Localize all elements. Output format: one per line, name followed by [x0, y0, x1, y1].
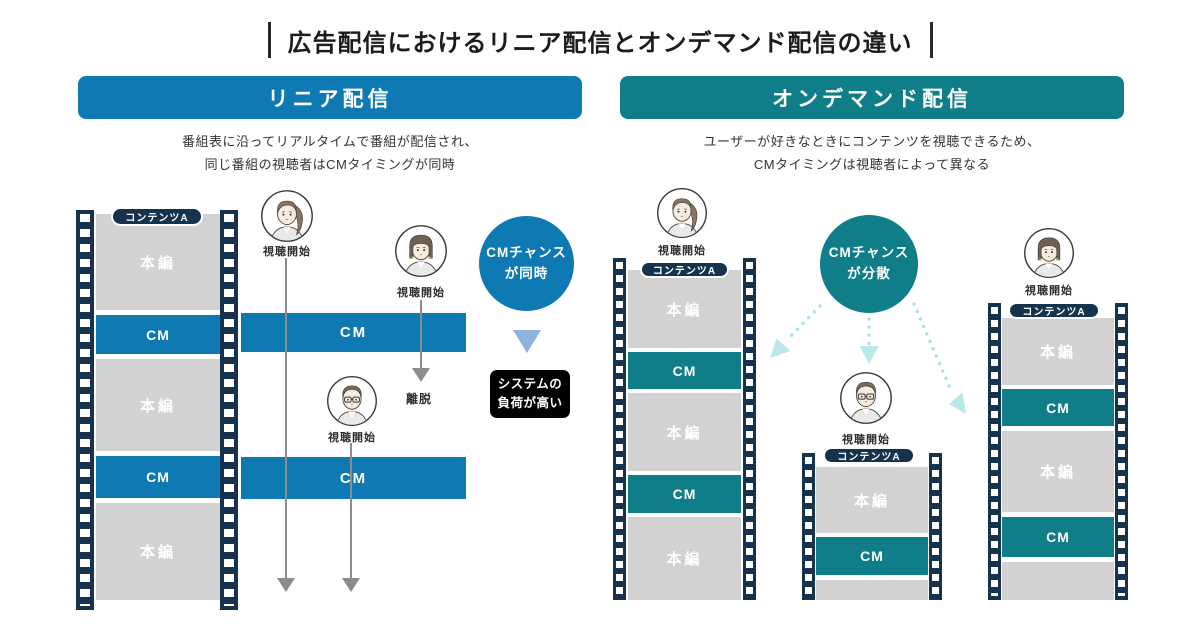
- system-load-note: システムの 負荷が高い: [490, 370, 570, 418]
- circle-text-line2: が分散: [847, 266, 891, 281]
- title-right-bar: [929, 22, 933, 58]
- linear-description: 番組表に沿ってリアルタイムで番組が配信され、 同じ番組の視聴者はCMタイミングが…: [78, 131, 582, 177]
- viewer3-timeline: [350, 443, 352, 578]
- arrow-down-icon: [412, 368, 430, 382]
- linear-section-header: リニア配信: [78, 76, 582, 119]
- content-label-pill: コンテンツA: [1008, 302, 1100, 319]
- film-rail-icon: [743, 258, 756, 600]
- avatar-woman-bob-icon: [1023, 227, 1075, 279]
- content-label-pill: コンテンツA: [823, 447, 915, 464]
- segment-cm: CM: [816, 537, 928, 575]
- ondemand-viewer3-start-label: 視聴開始: [1025, 285, 1073, 297]
- triangle-down-icon: [513, 330, 541, 353]
- segment-cm: CM: [96, 315, 220, 354]
- title-left-bar: [267, 22, 271, 58]
- segment-main: 本編: [1002, 318, 1114, 385]
- linear-description-line1: 番組表に沿ってリアルタイムで番組が配信され、: [181, 134, 479, 149]
- ondemand-description-line2: CMタイミングは視聴者によって異なる: [753, 156, 991, 172]
- cm-timing-bar-1: CM: [241, 313, 466, 352]
- segment-main: [1002, 562, 1114, 600]
- page-title-row: 広告配信におけるリニア配信とオンデマンド配信の違い: [0, 22, 1200, 58]
- viewer1-start-label: 視聴開始: [263, 246, 311, 258]
- film-rail-icon: [802, 453, 815, 600]
- segment-cm: CM: [628, 475, 741, 513]
- viewer2-start-label: 視聴開始: [397, 287, 445, 299]
- film-rail-icon: [1115, 303, 1128, 600]
- ondemand-viewer1-start-label: 視聴開始: [658, 245, 706, 257]
- cm-timing-bar-2: CM: [241, 457, 466, 499]
- segment-cm: CM: [1002, 517, 1114, 557]
- ondemand-description-line1: ユーザーが好きなときにコンテンツを視聴できるため、: [703, 134, 1041, 149]
- content-label-pill: コンテンツA: [111, 207, 203, 226]
- segment-main: 本編: [1002, 431, 1114, 512]
- ondemand-film-strip-1: コンテンツA 本編 CM 本編 CM 本編: [613, 258, 756, 600]
- arrow-down-icon: [277, 578, 295, 592]
- ondemand-section-header: オンデマンド配信: [620, 76, 1124, 119]
- cm-chance-simultaneous-circle: CMチャンス が同時: [479, 216, 574, 311]
- segment-main: 本編: [96, 214, 220, 310]
- segment-cm: CM: [1002, 389, 1114, 426]
- circle-text-line1: CMチャンス: [486, 244, 567, 260]
- segment-main: 本編: [628, 517, 741, 600]
- page-title: 広告配信におけるリニア配信とオンデマンド配信の違い: [287, 29, 913, 57]
- viewer3-start-label: 視聴開始: [328, 432, 376, 444]
- film-rail-icon: [220, 210, 238, 610]
- segment-cm: CM: [96, 456, 220, 498]
- segment-cm: CM: [628, 352, 741, 389]
- film-rail-icon: [988, 303, 1001, 600]
- film-rail-icon: [76, 210, 94, 610]
- ondemand-film-strip-3: コンテンツA 本編 CM 本編 CM: [988, 302, 1128, 600]
- avatar-man-glasses-icon: [326, 375, 378, 427]
- avatar-woman-bob-icon: [394, 224, 448, 278]
- segment-main: 本編: [816, 467, 928, 533]
- ondemand-description: ユーザーが好きなときにコンテンツを視聴できるため、 CMタイミングは視聴者によっ…: [620, 131, 1124, 177]
- segment-main: 本編: [628, 270, 741, 348]
- note-line1: システムの: [497, 376, 563, 391]
- viewer1-timeline: [285, 258, 287, 578]
- note-line2: 負荷が高い: [497, 396, 563, 410]
- linear-film-strip: コンテンツA 本編 CM 本編 CM 本編: [76, 207, 238, 610]
- linear-description-line2: 同じ番組の視聴者はCMタイミングが同時: [204, 156, 456, 172]
- segment-main: [816, 580, 928, 600]
- avatar-man-glasses-icon: [839, 371, 893, 425]
- ondemand-film-strip-2: コンテンツA 本編 CM: [802, 447, 942, 600]
- cm-chance-dispersed-circle: CMチャンス が分散: [820, 215, 918, 313]
- film-rail-icon: [929, 453, 942, 600]
- circle-text-line1: CMチャンス: [828, 245, 910, 261]
- content-label-pill: コンテンツA: [640, 261, 729, 278]
- segment-main: 本編: [96, 503, 220, 600]
- circle-text-line2: が同時: [504, 265, 549, 281]
- avatar-woman-ponytail-icon: [656, 187, 708, 239]
- film-rail-icon: [613, 258, 626, 600]
- avatar-woman-ponytail-icon: [260, 189, 314, 243]
- viewer2-timeline: [420, 300, 422, 368]
- ondemand-viewer2-start-label: 視聴開始: [842, 434, 890, 446]
- segment-main: 本編: [96, 359, 220, 451]
- arrow-down-icon: [342, 578, 360, 592]
- viewer2-exit-label: 離脱: [405, 392, 432, 406]
- segment-main: 本編: [628, 393, 741, 471]
